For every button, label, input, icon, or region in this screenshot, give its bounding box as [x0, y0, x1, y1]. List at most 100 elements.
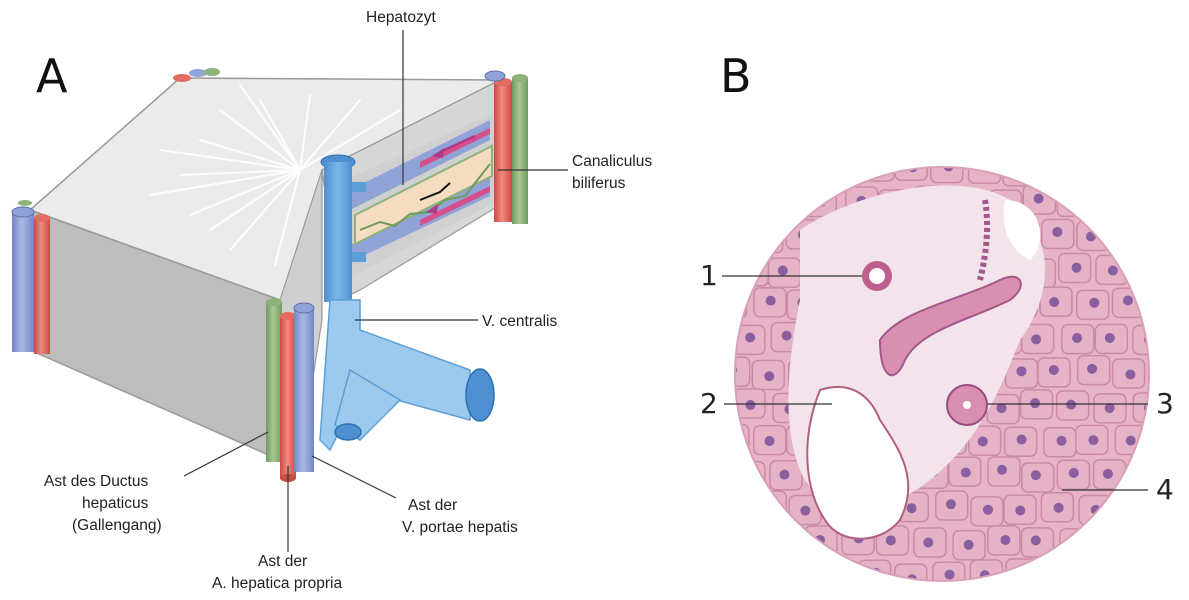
hepatocyte-cell: [753, 154, 785, 183]
cell-nucleus: [779, 470, 789, 480]
cell-nucleus: [764, 499, 774, 509]
cell-nucleus: [1069, 468, 1079, 478]
cell-nucleus: [1030, 398, 1040, 408]
hepatocyte-cell: [717, 425, 749, 454]
portal-vein-branch: [294, 308, 314, 472]
label-ductus-line1: Ast des Ductus: [44, 473, 148, 490]
hepatocyte-cell: [1077, 562, 1109, 591]
hepatocyte-cell: [1131, 256, 1163, 285]
label-canaliculus-line2: biliferus: [572, 175, 626, 192]
cell-nucleus: [729, 433, 739, 443]
cell-nucleus: [745, 400, 755, 410]
cell-nucleus: [961, 468, 971, 478]
hepatocyte-cell: [1133, 325, 1165, 354]
cell-nucleus: [1000, 535, 1010, 545]
cell-nucleus: [1123, 503, 1133, 513]
cell-nucleus: [1108, 265, 1118, 275]
cell-nucleus: [1144, 539, 1154, 549]
hepatocyte-cell: [716, 564, 748, 593]
cell-nucleus: [726, 162, 736, 172]
cell-nucleus: [1089, 298, 1099, 308]
hepatocyte-cell: [1076, 153, 1108, 182]
number-2: 2: [700, 387, 718, 420]
cell-nucleus: [762, 165, 772, 175]
label-hepatica-line2: A. hepatica propria: [212, 575, 342, 592]
leader-portae: [312, 456, 396, 498]
hepatocyte-cell: [733, 462, 765, 491]
cell-nucleus: [725, 300, 735, 310]
hepatocyte-cell: [1113, 223, 1145, 252]
cell-nucleus: [765, 569, 775, 579]
panel-a: A: [12, 9, 652, 592]
cell-nucleus: [1125, 370, 1135, 380]
hepatocyte-cell: [1132, 188, 1164, 217]
cell-nucleus: [886, 535, 896, 545]
hepatocyte-cell: [770, 527, 802, 556]
cell-nucleus: [1052, 227, 1062, 237]
hepatocyte-cell: [717, 224, 749, 253]
cell-nucleus: [1105, 333, 1115, 343]
hepatocyte-cell: [1111, 156, 1143, 185]
cell-nucleus: [1103, 199, 1113, 209]
cell-nucleus: [746, 265, 756, 275]
cell-nucleus: [1087, 364, 1097, 374]
hepatocyte-cell: [735, 528, 767, 557]
cell-nucleus: [945, 570, 955, 580]
cell-nucleus: [1049, 571, 1059, 581]
hepatocyte-cell: [1094, 191, 1126, 220]
leader-ductus: [184, 432, 268, 476]
panel-b-letter: B: [720, 49, 752, 103]
cell-nucleus: [1088, 435, 1098, 445]
label-ductus-line3: (Gallengang): [72, 517, 162, 534]
histology-micrograph: [714, 151, 1165, 594]
cell-nucleus: [802, 572, 812, 582]
number-1: 1: [700, 259, 718, 292]
cell-nucleus: [1107, 540, 1117, 550]
cell-nucleus: [1049, 297, 1059, 307]
panel-a-letter: A: [36, 49, 68, 103]
hepatocyte-cell: [826, 151, 858, 180]
cell-nucleus: [744, 471, 754, 481]
cell-nucleus: [780, 194, 790, 204]
cell-nucleus: [800, 164, 810, 174]
hepatocyte-cell: [1057, 187, 1089, 216]
cell-nucleus: [1089, 570, 1099, 580]
cell-nucleus: [946, 499, 956, 509]
cell-nucleus: [1014, 165, 1024, 175]
cell-nucleus: [1123, 295, 1133, 305]
cell-nucleus: [1070, 539, 1080, 549]
cell-nucleus: [1123, 234, 1133, 244]
cell-nucleus: [1017, 435, 1027, 445]
hepatocyte-cell: [756, 559, 788, 588]
cell-nucleus: [745, 535, 755, 545]
cell-nucleus: [923, 537, 933, 547]
cell-nucleus: [1144, 266, 1154, 276]
label-v-centralis: V. centralis: [482, 313, 557, 330]
cell-nucleus: [732, 502, 742, 512]
cell-nucleus: [837, 159, 847, 169]
bile-duct-branch: [266, 302, 282, 462]
label-hepatica-line1: Ast der: [258, 553, 307, 570]
hepatocyte-cell: [714, 289, 746, 318]
hepatocyte-cell: [769, 186, 801, 215]
label-ductus-line2: hepaticus: [82, 495, 149, 512]
cell-nucleus: [1085, 164, 1095, 174]
hepatocyte-cell: [1096, 530, 1128, 559]
cell-nucleus: [728, 574, 738, 584]
cell-nucleus: [766, 296, 776, 306]
cell-nucleus: [1054, 503, 1064, 513]
hepatocyte-cell: [736, 257, 768, 286]
cell-nucleus: [1103, 469, 1113, 479]
hepatocyte-cell: [1006, 559, 1038, 588]
hepatocyte-cell: [1060, 529, 1092, 558]
hepatic-artery-branch: [280, 316, 296, 478]
cell-nucleus: [978, 436, 988, 446]
hepatocyte-cell: [720, 493, 752, 522]
cell-nucleus: [1015, 505, 1025, 515]
cell-nucleus: [964, 540, 974, 550]
number-4: 4: [1156, 473, 1174, 506]
cell-nucleus: [765, 436, 775, 446]
cell-nucleus: [1066, 400, 1076, 410]
cell-nucleus: [763, 232, 773, 242]
